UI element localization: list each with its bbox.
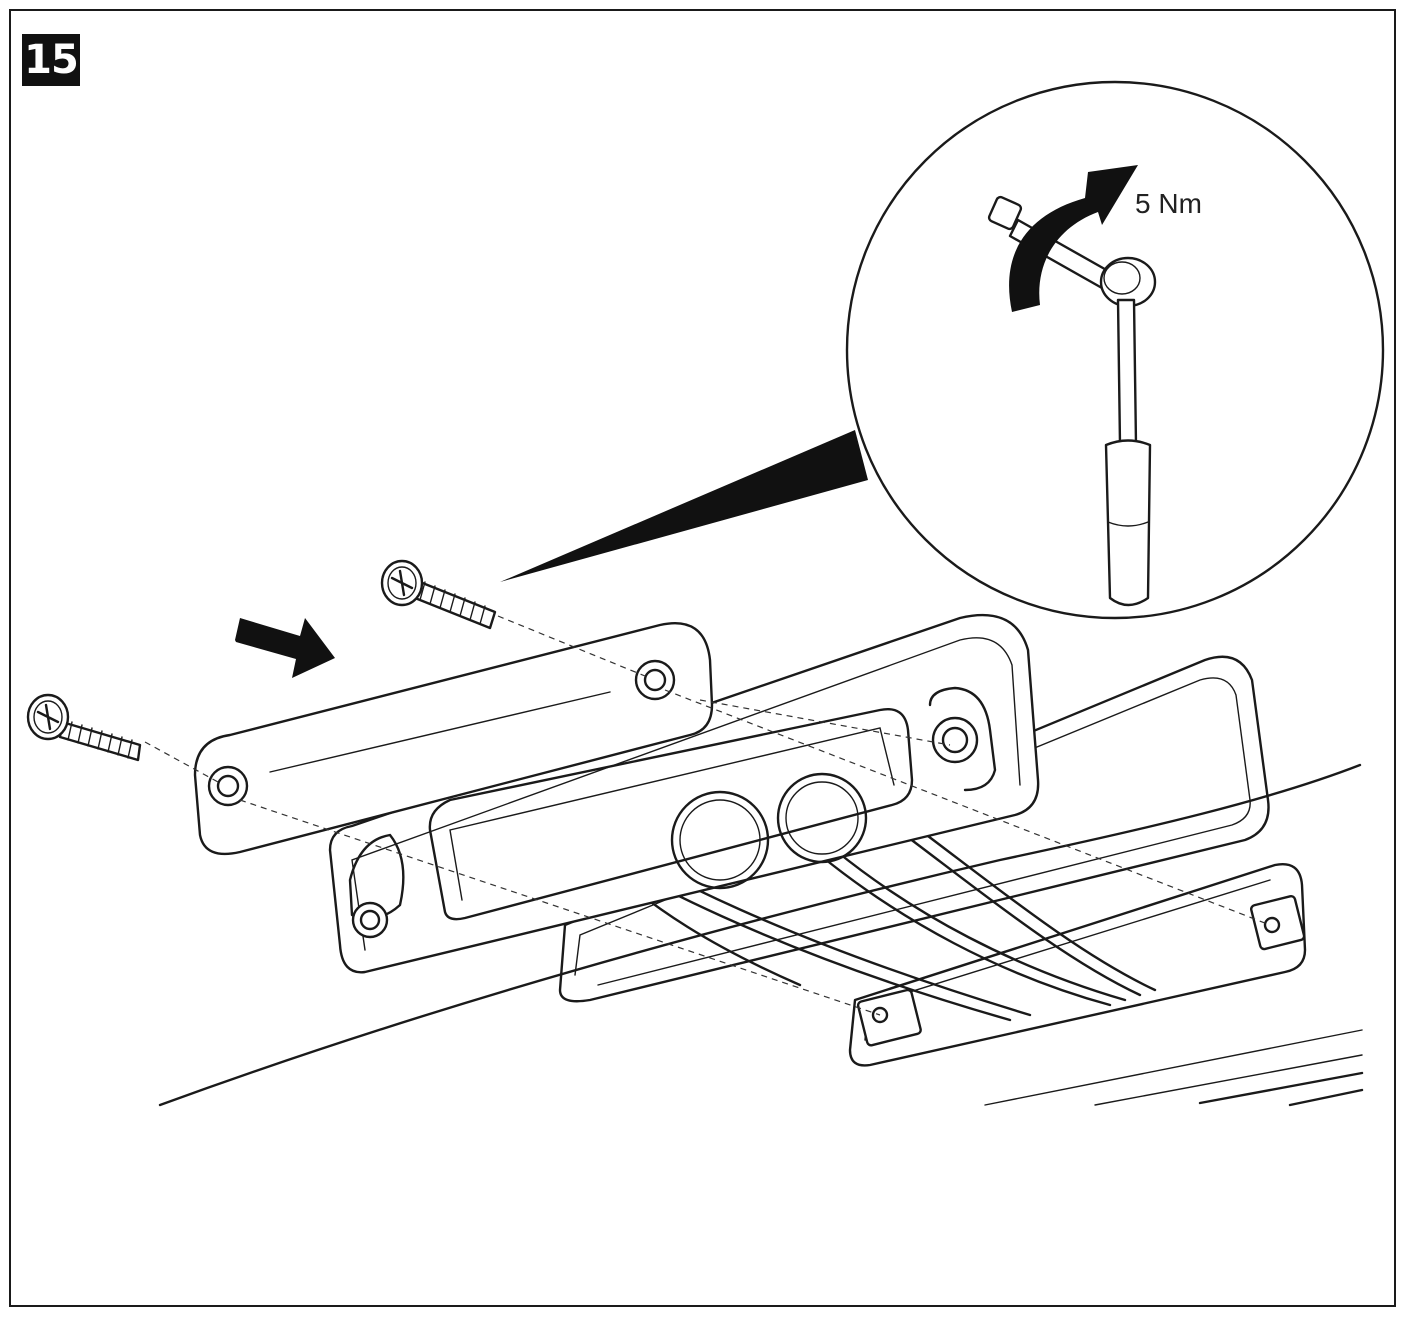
mounting-base xyxy=(848,863,1307,1067)
detail-circle xyxy=(845,80,1385,620)
screw-left xyxy=(26,693,142,762)
brake-light-housing xyxy=(328,613,1040,974)
screw-top xyxy=(380,559,497,630)
torque-value-label: 5 Nm xyxy=(1135,188,1202,219)
cover-plate xyxy=(193,622,714,856)
figure-frame xyxy=(9,9,1396,1307)
vehicle-body-lines xyxy=(158,763,1364,1107)
wire-frame-bracket xyxy=(558,655,1270,1003)
detail-callout-wedge xyxy=(500,430,868,582)
step-number-badge: 15 xyxy=(22,34,80,86)
alignment-guides xyxy=(144,615,1271,1016)
direction-arrow-icon xyxy=(235,618,335,678)
clockwise-arrow-icon xyxy=(1009,165,1138,312)
